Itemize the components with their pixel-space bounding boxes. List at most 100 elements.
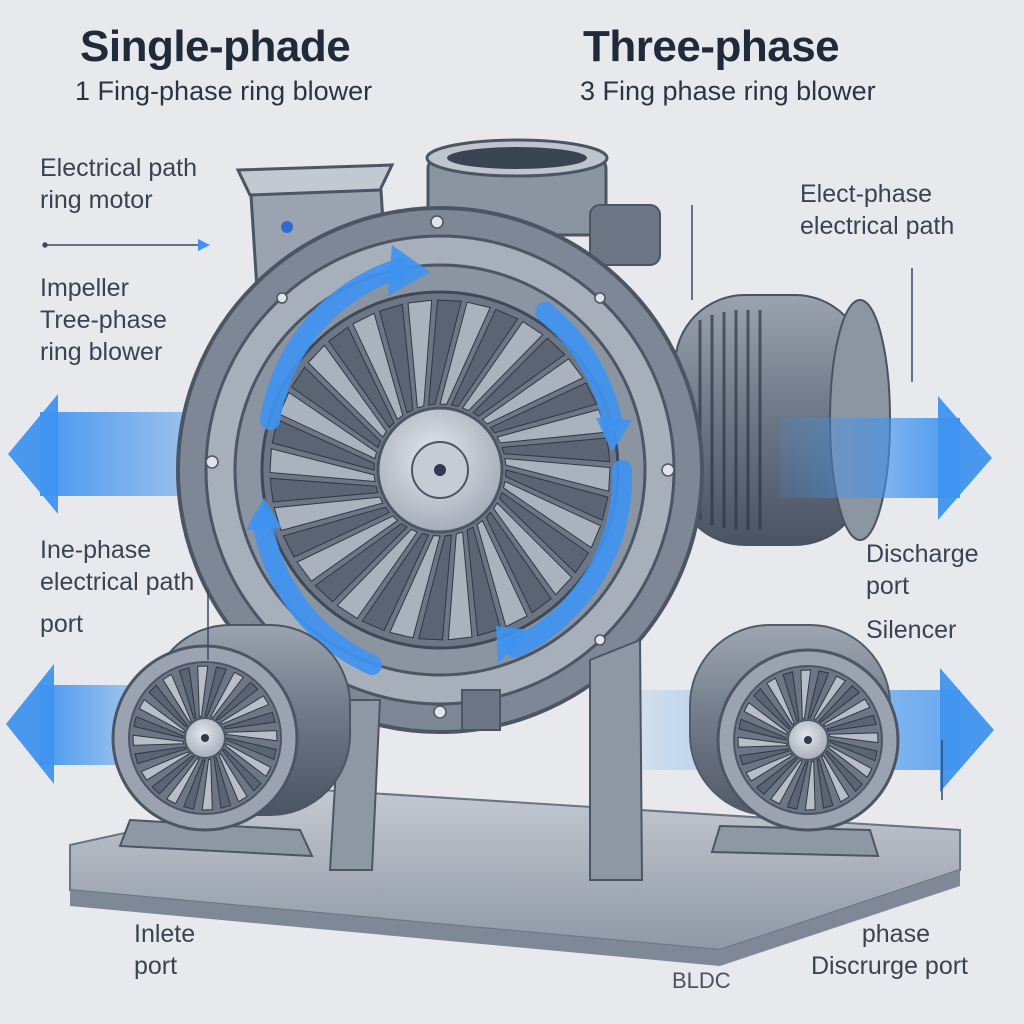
fan-blade	[466, 526, 502, 637]
fan-blade	[224, 742, 272, 778]
label-electrical-path-motor: Electrical path ring motor	[40, 152, 197, 216]
label-line: Ine-phase	[40, 536, 152, 564]
fan-blade	[481, 358, 584, 425]
fan-blade	[269, 477, 379, 503]
label-discharge-port: Discharge port	[866, 538, 979, 602]
fan-blade	[825, 750, 863, 793]
fan-blade	[204, 666, 227, 717]
fan-blade	[197, 665, 209, 718]
fan-blade	[226, 737, 277, 760]
fan-blade	[755, 757, 798, 795]
fan-blade	[215, 681, 259, 721]
left-motor	[111, 624, 351, 858]
fan-blade	[821, 754, 850, 803]
fan-blade	[183, 759, 206, 810]
label-line: Electrical path	[40, 154, 198, 182]
fan-blade	[504, 457, 611, 492]
fan-blade	[151, 755, 195, 795]
fan-blade	[165, 757, 201, 805]
internal-airflow-arrowheads	[246, 245, 632, 664]
single-phase-subtitle: 1 Fing-phase ring blower	[75, 76, 373, 106]
label-line: Inlete	[134, 920, 196, 948]
fan-blade	[378, 303, 414, 414]
fan-blade	[485, 511, 552, 614]
left-motor-fan-blades	[132, 665, 278, 811]
fan-blade	[743, 701, 789, 736]
fan-blade	[278, 391, 378, 460]
housing-bolts	[205, 215, 675, 719]
fan-blade	[213, 756, 232, 809]
label-line: Impeller	[40, 274, 129, 302]
fan-blade	[800, 669, 812, 720]
label-inlet-port: Inlete port	[134, 918, 195, 982]
label-inlet-electrical-path: Ine-phase electrical path port	[40, 534, 194, 640]
fan-blade	[753, 687, 791, 730]
fan-blade	[498, 491, 590, 574]
fan-blade	[352, 312, 404, 421]
fan-blade	[328, 326, 395, 429]
fan-blade	[492, 502, 573, 596]
fan-blade	[427, 299, 462, 406]
fan-blade	[472, 337, 566, 418]
fan-blade	[505, 469, 609, 521]
fan-blade	[461, 320, 544, 412]
label-line: port	[40, 610, 84, 638]
fan-blade	[766, 677, 795, 726]
fan-blade	[502, 480, 602, 549]
label-line: electrical path	[40, 568, 195, 596]
fan-blade	[178, 667, 197, 720]
impeller-blades	[269, 299, 611, 641]
label-discharge-port-bottom: phase Discrurge port	[790, 918, 968, 982]
fan-blade	[822, 698, 871, 727]
fan-blade	[336, 528, 419, 620]
fan-blade	[201, 758, 213, 811]
fan-blade	[439, 301, 491, 405]
fan-blade	[290, 366, 382, 449]
fan-blade	[219, 695, 270, 725]
fan-blade	[162, 673, 192, 724]
internal-airflow-arrows	[252, 258, 633, 675]
fan-blade	[132, 734, 185, 746]
fan-blade	[133, 716, 184, 739]
fan-blade	[501, 437, 611, 463]
right-motor	[689, 624, 900, 858]
fan-blade	[273, 496, 384, 532]
label-line: Discharge	[866, 540, 979, 568]
fan-blade	[476, 519, 528, 628]
fan-blade	[745, 753, 794, 782]
label-line: ring blower	[40, 338, 163, 366]
fan-blade	[804, 760, 816, 811]
fan-blade	[269, 448, 376, 483]
fan-blade	[828, 732, 879, 744]
right-motor-fan-blades	[737, 669, 879, 811]
fan-blade	[737, 736, 788, 748]
label-line: electrical path	[800, 212, 955, 240]
fan-blade	[769, 759, 804, 805]
fan-blade	[225, 730, 278, 742]
fan-blade	[816, 758, 834, 809]
label-bldc: BLDC	[672, 968, 731, 993]
callout-lines	[42, 205, 943, 800]
label-line: phase	[861, 920, 930, 948]
impeller-hub	[376, 406, 504, 534]
label-electrical-path-right: Elect-phase electrical path	[800, 178, 954, 242]
fan-blade	[282, 506, 391, 558]
label-silencer: Silencer	[866, 616, 957, 644]
fan-blade	[140, 751, 191, 781]
label-line: Elect-phase	[800, 180, 933, 208]
fan-blade	[807, 670, 830, 719]
right-upper-airflow-arrow	[780, 396, 992, 520]
fan-blade	[314, 522, 408, 603]
label-line: Tree-phase	[40, 306, 167, 334]
fan-blade	[739, 748, 790, 766]
fan-blade	[209, 671, 245, 719]
fan-blade	[827, 744, 873, 779]
fan-blade	[489, 382, 598, 434]
label-line: port	[134, 952, 178, 980]
fan-blade	[218, 752, 248, 803]
fan-blade	[826, 714, 877, 732]
three-phase-subtitle: 3 Fing phase ring blower	[580, 76, 876, 106]
fan-blade	[450, 308, 519, 408]
fan-blade	[296, 515, 399, 582]
